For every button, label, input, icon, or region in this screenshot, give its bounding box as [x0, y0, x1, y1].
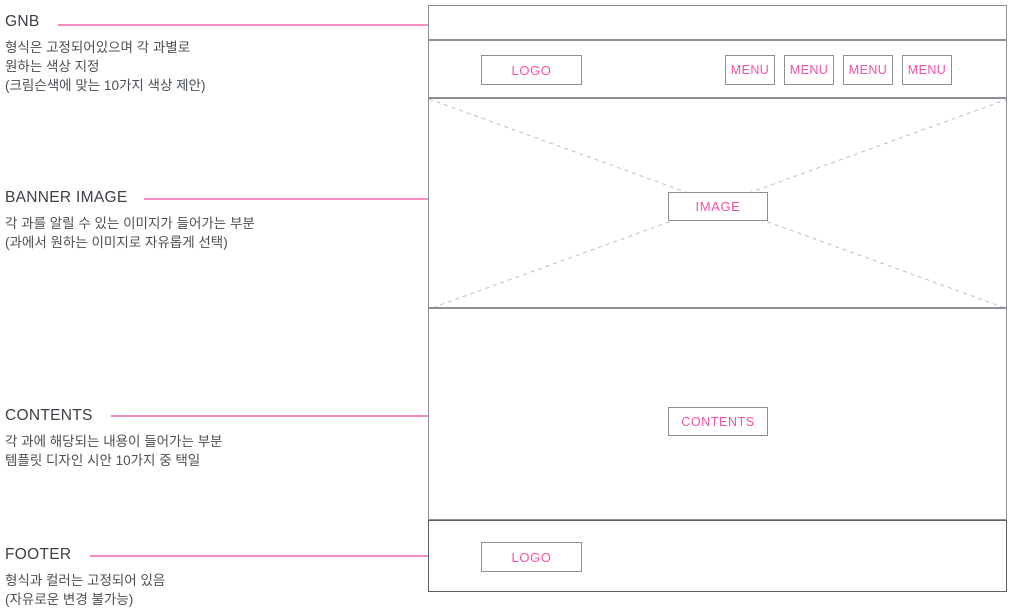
page-wireframe: LOGO MENU MENU MENU MENU IMAGE CONTENTS … — [428, 5, 1007, 592]
wireframe-gnb-utility-bar — [428, 5, 1007, 40]
contents-placeholder[interactable]: CONTENTS — [668, 407, 768, 436]
header-logo-placeholder[interactable]: LOGO — [481, 55, 582, 85]
wireframe-banner: IMAGE — [428, 98, 1007, 308]
annotation-gnb-line-2: 원하는 색상 지정 — [5, 59, 100, 74]
header-menu-group: MENU MENU MENU MENU — [725, 55, 952, 85]
annotation-contents-title: CONTENTS — [5, 407, 93, 424]
header-menu-item-1[interactable]: MENU — [725, 55, 775, 85]
annotation-gnb-line-1: 형식은 고정되어있으며 각 과별로 — [5, 40, 191, 55]
header-menu-item-4[interactable]: MENU — [902, 55, 952, 85]
wireframe-contents: CONTENTS — [428, 308, 1007, 520]
connector-line-footer — [90, 555, 459, 557]
annotation-contents: CONTENTS 각 과에 해당되는 내용이 들어가는 부분 템플릿 디자인 시… — [5, 406, 222, 470]
annotation-banner-image-description: 각 과를 알릴 수 있는 이미지가 들어가는 부분 (과에서 원하는 이미지로 … — [5, 214, 255, 252]
annotation-banner-image: BANNER IMAGE 각 과를 알릴 수 있는 이미지가 들어가는 부분 (… — [5, 188, 255, 252]
annotation-banner-image-title: BANNER IMAGE — [5, 189, 128, 206]
annotation-footer-title: FOOTER — [5, 546, 72, 563]
header-menu-item-2[interactable]: MENU — [784, 55, 834, 85]
annotation-contents-line-2: 템플릿 디자인 시안 10가지 중 택일 — [5, 453, 201, 468]
annotation-gnb-title: GNB — [5, 13, 40, 30]
annotation-footer-description: 형식과 컬러는 고정되어 있음 (자유로운 변경 불가능) — [5, 571, 165, 609]
annotation-contents-line-1: 각 과에 해당되는 내용이 들어가는 부분 — [5, 434, 223, 449]
connector-line-gnb — [58, 24, 459, 26]
header-menu-item-3[interactable]: MENU — [843, 55, 893, 85]
footer-logo-placeholder[interactable]: LOGO — [481, 542, 582, 572]
annotation-contents-description: 각 과에 해당되는 내용이 들어가는 부분 템플릿 디자인 시안 10가지 중 … — [5, 432, 222, 470]
annotation-footer-line-1: 형식과 컬러는 고정되어 있음 — [5, 573, 166, 588]
wireframe-header: LOGO MENU MENU MENU MENU — [428, 40, 1007, 98]
annotation-gnb-description: 형식은 고정되어있으며 각 과별로 원하는 색상 지정 (크림슨색에 맞는 10… — [5, 38, 205, 95]
annotation-gnb-line-3: (크림슨색에 맞는 10가지 색상 제안) — [5, 78, 206, 93]
annotation-banner-image-line-1: 각 과를 알릴 수 있는 이미지가 들어가는 부분 — [5, 216, 255, 231]
annotation-footer: FOOTER 형식과 컬러는 고정되어 있음 (자유로운 변경 불가능) — [5, 545, 165, 609]
annotation-banner-image-line-2: (과에서 원하는 이미지로 자유롭게 선택) — [5, 235, 228, 250]
connector-line-contents — [111, 415, 459, 417]
annotation-footer-line-2: (자유로운 변경 불가능) — [5, 592, 134, 607]
connector-line-banner-image — [144, 198, 459, 200]
annotation-gnb: GNB 형식은 고정되어있으며 각 과별로 원하는 색상 지정 (크림슨색에 맞… — [5, 12, 205, 95]
wireframe-footer: LOGO — [428, 520, 1007, 592]
banner-image-placeholder[interactable]: IMAGE — [668, 192, 768, 221]
